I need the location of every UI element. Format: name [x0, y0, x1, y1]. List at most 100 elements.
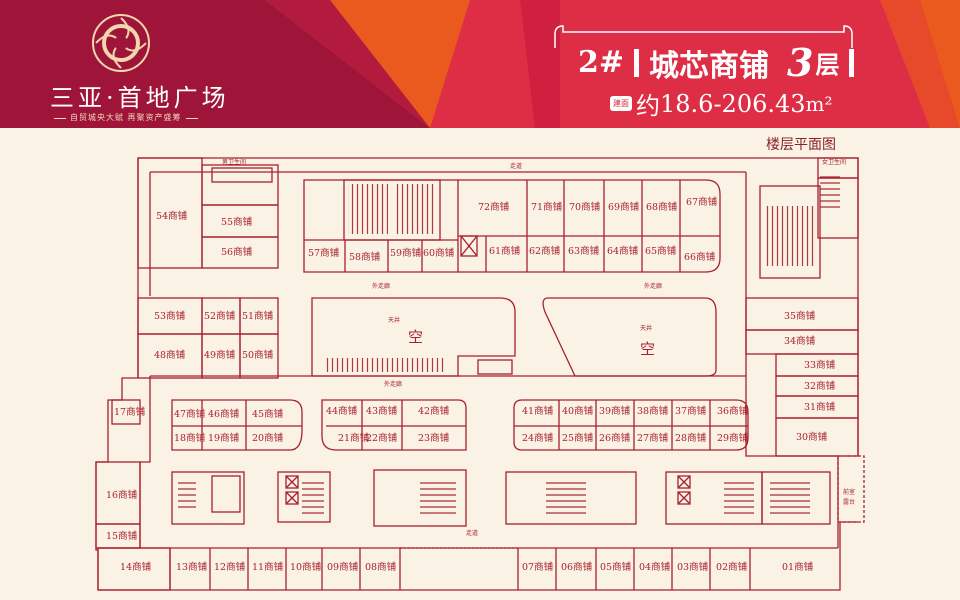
shop-30[interactable]: 30商铺: [796, 431, 827, 443]
shop-60[interactable]: 60商铺: [423, 247, 454, 259]
shop-53[interactable]: 53商铺: [154, 310, 185, 322]
shop-05[interactable]: 05商铺: [600, 561, 631, 573]
atrium-label-2: 天井: [640, 324, 652, 332]
title-divider-right: [849, 48, 855, 77]
shop-18[interactable]: 18商铺: [174, 432, 205, 444]
shop-50[interactable]: 50商铺: [242, 349, 273, 361]
shop-67[interactable]: 67商铺: [686, 196, 717, 208]
shop-12[interactable]: 12商铺: [214, 561, 245, 573]
shop-65[interactable]: 65商铺: [645, 245, 676, 257]
void-label-1: 空: [408, 328, 423, 346]
shop-04[interactable]: 04商铺: [639, 561, 670, 573]
shop-24[interactable]: 24商铺: [522, 432, 553, 444]
shop-26[interactable]: 26商铺: [599, 432, 630, 444]
shop-16[interactable]: 16商铺: [106, 489, 137, 501]
shop-44[interactable]: 44商铺: [326, 405, 357, 417]
shop-25[interactable]: 25商铺: [562, 432, 593, 444]
header-background: [0, 0, 960, 128]
floor-number: 3: [787, 40, 814, 85]
shop-35[interactable]: 35商铺: [784, 310, 815, 322]
shop-47[interactable]: 47商铺: [174, 408, 205, 420]
page-title: 2# 城芯商铺 3 层: [578, 40, 864, 85]
shop-59[interactable]: 59商铺: [390, 247, 421, 259]
shop-64[interactable]: 64商铺: [607, 245, 638, 257]
shop-70[interactable]: 70商铺: [569, 201, 600, 213]
logo-emblem-icon: [92, 14, 150, 72]
shop-14[interactable]: 14商铺: [120, 561, 151, 573]
area-prefix: 约: [636, 92, 660, 120]
shop-52[interactable]: 52商铺: [204, 310, 235, 322]
shop-20[interactable]: 20商铺: [252, 432, 283, 444]
logo-name: 三亚·首地广场: [50, 84, 230, 112]
shop-36[interactable]: 36商铺: [717, 405, 748, 417]
plan-labels: 走道 走道 外走廊 外走廊 外走廊 天井 天井 空 空 男卫生间 女卫生间 前室…: [222, 158, 855, 537]
shop-08[interactable]: 08商铺: [365, 561, 396, 573]
shop-33[interactable]: 33商铺: [804, 359, 835, 371]
shop-labels: 54商铺 55商铺 56商铺 53商铺 48商铺 52商铺 49商铺 51商铺 …: [106, 196, 835, 573]
shop-72[interactable]: 72商铺: [478, 201, 509, 213]
floor-char: 层: [815, 50, 840, 79]
shop-57[interactable]: 57商铺: [308, 247, 339, 259]
restroom-women-label: 女卫生间: [822, 158, 846, 166]
area-unit: m²: [805, 91, 833, 116]
shop-10[interactable]: 10商铺: [290, 561, 321, 573]
shop-03[interactable]: 03商铺: [677, 561, 708, 573]
shop-29[interactable]: 29商铺: [717, 432, 748, 444]
void-label-2: 空: [640, 340, 655, 358]
shop-45[interactable]: 45商铺: [252, 408, 283, 420]
shop-07[interactable]: 07商铺: [522, 561, 553, 573]
shop-51[interactable]: 51商铺: [242, 310, 273, 322]
shop-31[interactable]: 31商铺: [804, 401, 835, 413]
shop-19[interactable]: 19商铺: [208, 432, 239, 444]
shop-48[interactable]: 48商铺: [154, 349, 185, 361]
plan-caption: 楼层平面图: [766, 137, 836, 153]
shop-40[interactable]: 40商铺: [562, 405, 593, 417]
shop-11[interactable]: 11商铺: [252, 561, 283, 573]
header-banner: 三亚·首地广场 自贸城央大赋 再聚资产盛筹 2# 城芯商铺 3 层 建面 约 1…: [0, 0, 960, 128]
shop-17[interactable]: 17商铺: [114, 406, 145, 418]
shop-06[interactable]: 06商铺: [561, 561, 592, 573]
shop-27[interactable]: 27商铺: [637, 432, 668, 444]
shop-01[interactable]: 01商铺: [782, 561, 813, 573]
stairs: [178, 172, 840, 518]
atrium-label-1: 天井: [388, 316, 400, 324]
shop-56[interactable]: 56商铺: [221, 246, 252, 258]
shop-62[interactable]: 62商铺: [529, 245, 560, 257]
shop-37[interactable]: 37商铺: [675, 405, 706, 417]
shop-46[interactable]: 46商铺: [208, 408, 239, 420]
shop-34[interactable]: 34商铺: [784, 335, 815, 347]
shop-15[interactable]: 15商铺: [106, 530, 137, 542]
shop-21[interactable]: 21商铺: [338, 432, 369, 444]
shop-68[interactable]: 68商铺: [646, 201, 677, 213]
shop-66[interactable]: 66商铺: [684, 251, 715, 263]
outer-corridor-label-2: 外走廊: [644, 282, 662, 290]
front-terrace-label-1: 前室: [843, 488, 855, 496]
shop-39[interactable]: 39商铺: [599, 405, 630, 417]
area-range: 18.6-206.43: [660, 89, 806, 118]
shop-69[interactable]: 69商铺: [608, 201, 639, 213]
shop-61[interactable]: 61商铺: [489, 245, 520, 257]
shop-63[interactable]: 63商铺: [568, 245, 599, 257]
shop-09[interactable]: 09商铺: [327, 561, 358, 573]
shop-54[interactable]: 54商铺: [156, 210, 187, 222]
shop-23[interactable]: 23商铺: [418, 432, 449, 444]
shop-58[interactable]: 58商铺: [349, 251, 380, 263]
outer-corridor-label-3: 外走廊: [384, 380, 402, 388]
shop-02[interactable]: 02商铺: [716, 561, 747, 573]
shop-38[interactable]: 38商铺: [637, 405, 668, 417]
shop-13[interactable]: 13商铺: [176, 561, 207, 573]
shop-22[interactable]: 22商铺: [366, 432, 397, 444]
shop-71[interactable]: 71商铺: [531, 201, 562, 213]
shop-32[interactable]: 32商铺: [804, 380, 835, 392]
shop-42[interactable]: 42商铺: [418, 405, 449, 417]
corridor-bottom-label: 走道: [466, 529, 478, 537]
shop-55[interactable]: 55商铺: [221, 216, 252, 228]
front-terrace-label-2: 露台: [843, 498, 855, 506]
shop-41[interactable]: 41商铺: [522, 405, 553, 417]
walls: [95, 157, 865, 591]
corridor-top-label: 走道: [510, 162, 522, 170]
shop-49[interactable]: 49商铺: [204, 349, 235, 361]
shop-28[interactable]: 28商铺: [675, 432, 706, 444]
shop-43[interactable]: 43商铺: [366, 405, 397, 417]
